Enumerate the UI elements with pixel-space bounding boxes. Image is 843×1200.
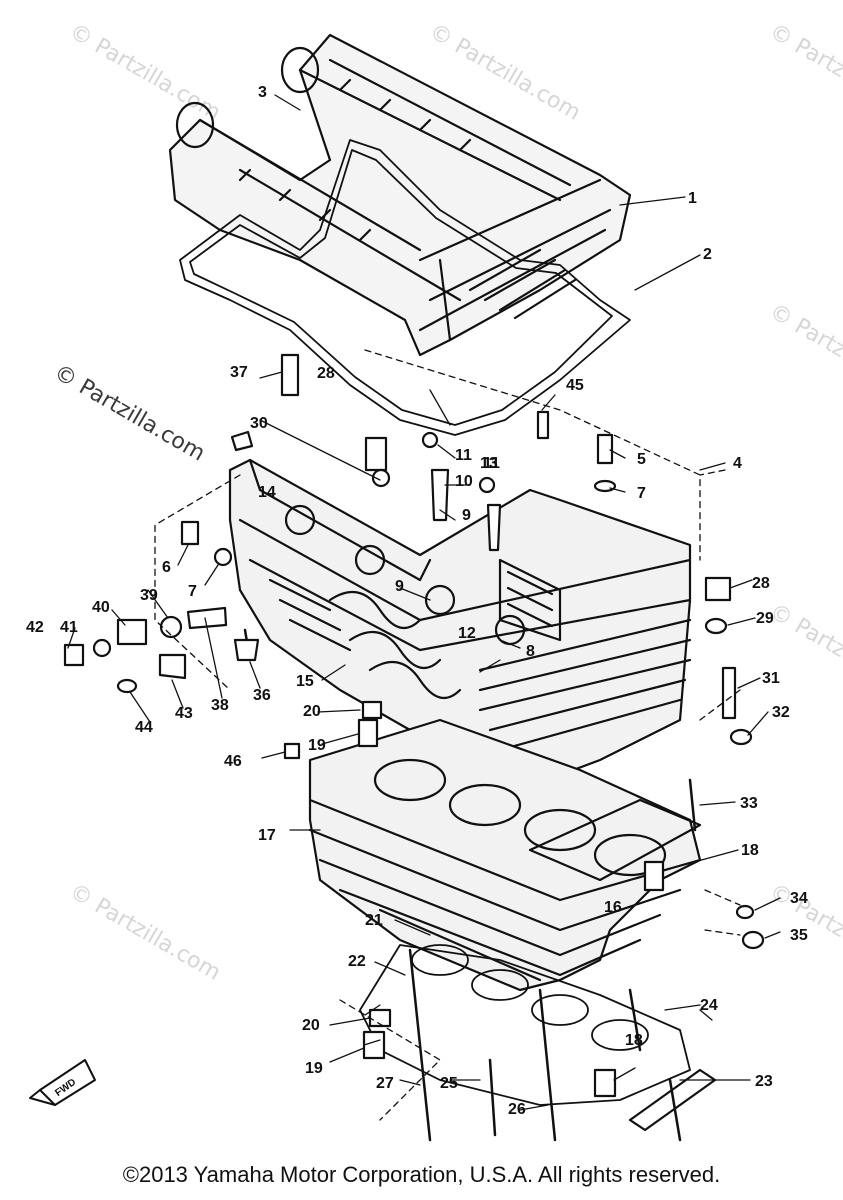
- callout: 26: [508, 1101, 526, 1118]
- callout: 2: [703, 246, 712, 263]
- callout: 11: [483, 455, 500, 472]
- callout: 40: [92, 599, 110, 616]
- callout: 6: [162, 559, 171, 576]
- callout: 18: [625, 1032, 643, 1049]
- cylinder-head-cover: [168, 33, 632, 357]
- callout: 8: [526, 643, 535, 660]
- leader-lines: [67, 94, 781, 1111]
- callout: 24: [700, 997, 718, 1014]
- callout: 28: [752, 575, 770, 592]
- callout: 9: [462, 507, 471, 524]
- callout: 38: [211, 697, 229, 714]
- callout: 30: [250, 415, 268, 432]
- callout: 19: [308, 737, 326, 754]
- callout: 25: [440, 1075, 458, 1092]
- copyright-text: ©2013 Yamaha Motor Corporation, U.S.A. A…: [122, 1162, 721, 1187]
- callout: 13: [480, 455, 498, 472]
- callout: 33: [740, 795, 758, 812]
- studs: [243, 628, 697, 1142]
- callout: 19: [305, 1060, 323, 1077]
- callout: 41: [60, 619, 78, 636]
- callout: 44: [135, 719, 153, 736]
- small-parts: [63, 353, 765, 1098]
- callout: 9: [395, 578, 404, 595]
- callout: 11: [455, 447, 472, 464]
- fwd-arrow-icon: [29, 1059, 96, 1106]
- callout: 29: [756, 610, 774, 627]
- callout: 36: [253, 687, 271, 704]
- callout: 20: [303, 703, 321, 720]
- callout: 32: [772, 704, 790, 721]
- callout: 16: [604, 899, 622, 916]
- callout: 42: [26, 619, 44, 636]
- callout: 20: [302, 1017, 320, 1034]
- callout: 45: [566, 377, 584, 394]
- callout: 15: [296, 673, 314, 690]
- callout: 31: [762, 670, 780, 687]
- callout: 35: [790, 927, 808, 944]
- callout: 23: [755, 1073, 773, 1090]
- callout: 4: [733, 455, 742, 472]
- callout: 28: [317, 365, 335, 382]
- callout: 3: [258, 84, 267, 101]
- spark-plug-part: [280, 353, 300, 397]
- callout: 14: [258, 484, 276, 501]
- callout: 7: [637, 485, 646, 502]
- cylinder-gasket: [359, 944, 691, 1106]
- callout: 37: [230, 364, 248, 381]
- callout: 22: [348, 953, 366, 970]
- assembly-outlines: [154, 349, 741, 1121]
- callout: 27: [376, 1075, 394, 1092]
- callout: 34: [790, 890, 808, 907]
- callout: 39: [140, 587, 158, 604]
- callout-labels: 1 2 3 4 5 6 7 7 8 9 9 10 11 11 12 13 14 …: [26, 84, 808, 1118]
- callout: 5: [637, 451, 646, 468]
- callout: 43: [175, 705, 193, 722]
- callout: 1: [688, 190, 697, 207]
- cover-gasket: [179, 139, 631, 436]
- cylinder-block: [308, 718, 702, 992]
- callout: 12: [458, 625, 476, 642]
- callout: 7: [188, 583, 197, 600]
- callout: 10: [455, 473, 473, 490]
- callout: 17: [258, 827, 276, 844]
- callout: 46: [224, 753, 242, 770]
- callout: 18: [741, 842, 759, 859]
- callout: 21: [365, 912, 383, 929]
